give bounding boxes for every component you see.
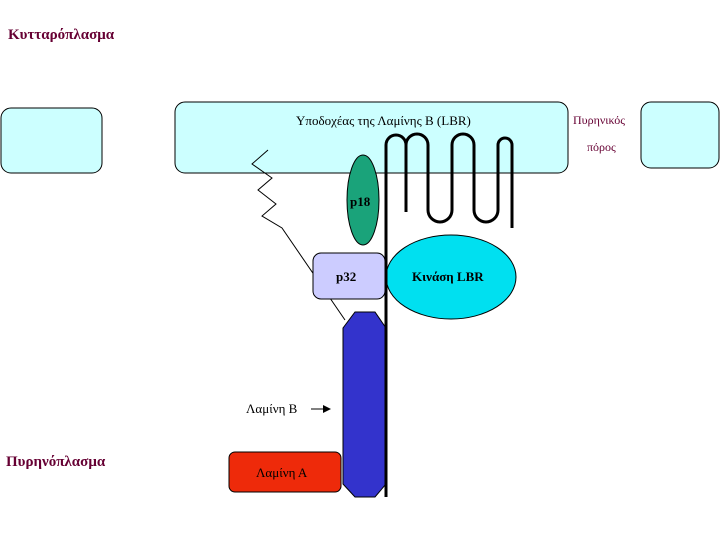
lamin-b-arrowhead: [323, 405, 331, 413]
nucleoplasm-label: Πυρηνόπλασμα: [6, 454, 106, 470]
lamin-a-protein: [228, 451, 342, 493]
lbr-transmembrane-loops: [384, 133, 408, 496]
lamin-b-label: Λαμίνη Β: [246, 401, 298, 416]
nuclear-pore-label-line2: πόρος: [587, 140, 616, 154]
lamin-a-label: Λαμίνη Α: [256, 465, 308, 480]
p18-label: p18: [350, 194, 371, 209]
zigzag-linker: [251, 149, 346, 321]
lbr-kinase-label: Κινάση LBR: [412, 269, 484, 284]
lbr-transmembrane-serpentine: [404, 132, 514, 228]
nuclear-pore-label-line1: Πυρηνικός: [573, 113, 625, 127]
p18-protein: [346, 154, 380, 246]
cytoplasm-label: Κυτταρόπλασμα: [8, 27, 115, 43]
lbr-label: Υποδοχέας της Λαμίνης Β (LBR): [296, 113, 471, 128]
p32-label: p32: [336, 269, 356, 284]
lamin-b-protein: [342, 311, 387, 498]
membrane-segment-right: [640, 101, 720, 169]
membrane-segment-left: [0, 107, 103, 174]
